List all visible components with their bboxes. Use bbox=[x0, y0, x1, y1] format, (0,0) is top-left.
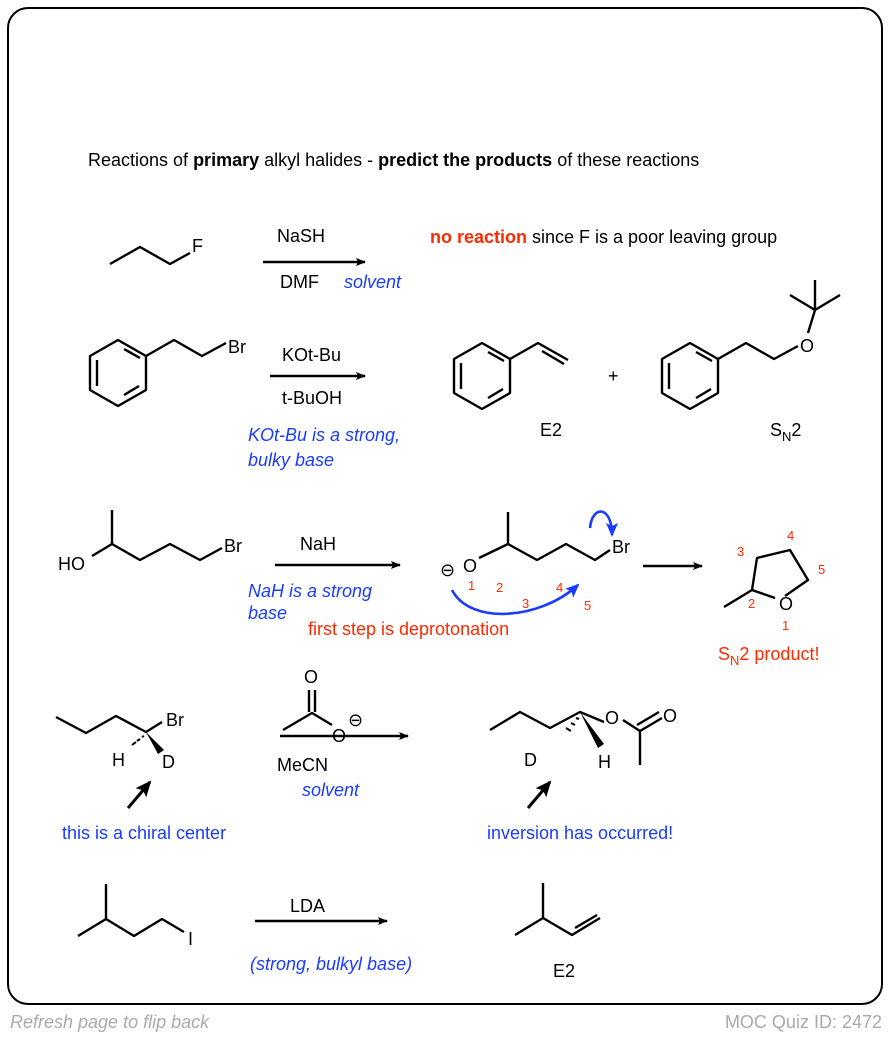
base-note: (strong, bulkyl base) bbox=[250, 954, 412, 974]
reaction-1: F NaSH DMF solvent no reaction since F i… bbox=[109, 226, 777, 292]
ester-oxygen: O bbox=[605, 708, 619, 728]
atom-number: 2 bbox=[748, 596, 755, 611]
alkoxide-structure bbox=[478, 542, 611, 562]
reaction-4: Br H D this is a chiral center O O ⊖ MeC… bbox=[55, 667, 677, 843]
atom-number: 2 bbox=[496, 580, 503, 595]
bromoalcohol-structure bbox=[91, 542, 223, 562]
reagent-label: LDA bbox=[290, 896, 325, 916]
reaction-5: I LDA (strong, bulkyl base) E2 bbox=[77, 883, 601, 981]
iodine-atom: I bbox=[188, 929, 193, 949]
e2-label: E2 bbox=[540, 420, 562, 440]
base-note-2: base bbox=[248, 603, 287, 623]
oxygen-atom: O bbox=[800, 336, 814, 356]
negative-charge: ⊖ bbox=[440, 560, 455, 580]
propyl-fluoride-structure bbox=[109, 245, 191, 266]
card-border bbox=[7, 7, 883, 1005]
atom-number: 1 bbox=[468, 578, 475, 593]
reagent-label: NaSH bbox=[277, 226, 325, 246]
bromine-atom: Br bbox=[166, 710, 184, 730]
bromine-atom: Br bbox=[228, 337, 246, 357]
atom-number: 5 bbox=[818, 562, 825, 577]
fluorine-atom: F bbox=[192, 236, 203, 256]
methyl-thf-structure bbox=[750, 548, 810, 600]
reaction-2: Br KOt-Bu t-BuOH KOt-Bu is a strong, bul… bbox=[88, 280, 841, 470]
hydroxyl-group: HO bbox=[58, 554, 85, 574]
ring-oxygen: O bbox=[779, 594, 793, 614]
base-note: NaH is a strong bbox=[248, 581, 372, 601]
hash-bond bbox=[131, 735, 145, 746]
hydrogen-atom: H bbox=[598, 752, 611, 772]
sn2-product-label: SN2 product! bbox=[718, 644, 819, 668]
pointer-arrow bbox=[126, 780, 152, 809]
solvent-label: DMF bbox=[280, 272, 319, 292]
solvent-label: MeCN bbox=[277, 755, 328, 775]
solvent-note: solvent bbox=[344, 272, 402, 292]
atom-number: 4 bbox=[556, 580, 563, 595]
atom-number: 1 bbox=[782, 618, 789, 633]
reaction-3: HO Br NaH NaH is a strong base first ste… bbox=[58, 510, 825, 668]
base-note-2: bulky base bbox=[248, 450, 334, 470]
bromine-atom: Br bbox=[612, 537, 630, 557]
hash-bond bbox=[565, 717, 580, 732]
quiz-id: MOC Quiz ID: 2472 bbox=[725, 1012, 882, 1032]
acetate-structure bbox=[282, 711, 333, 732]
solvent-note: solvent bbox=[302, 780, 360, 800]
hydrogen-atom: H bbox=[112, 750, 125, 770]
phenethyl-bromide-structure bbox=[88, 338, 227, 408]
atom-number: 4 bbox=[787, 528, 794, 543]
styrene-structure bbox=[452, 341, 569, 411]
page-title: Reactions of primary alkyl halides - pre… bbox=[88, 150, 699, 170]
reagent-label: NaH bbox=[300, 534, 336, 554]
carbonyl-oxygen: O bbox=[304, 667, 318, 687]
atom-number: 3 bbox=[737, 544, 744, 559]
bromine-atom: Br bbox=[224, 536, 242, 556]
refresh-hint: Refresh page to flip back bbox=[10, 1012, 210, 1032]
base-note: KOt-Bu is a strong, bbox=[248, 425, 400, 445]
alkene-product-structure bbox=[514, 916, 601, 937]
chiral-bromide-structure bbox=[55, 714, 163, 735]
atom-number: 3 bbox=[522, 596, 529, 611]
wedge-bond bbox=[580, 712, 604, 748]
wedge-bond bbox=[146, 732, 164, 754]
inversion-label: inversion has occurred! bbox=[487, 823, 673, 843]
deuterium-atom: D bbox=[524, 750, 537, 770]
oxygen-atom: O bbox=[463, 556, 477, 576]
deuterium-atom: D bbox=[162, 752, 175, 772]
atom-number: 5 bbox=[584, 598, 591, 613]
solvent-label: t-BuOH bbox=[282, 388, 342, 408]
negative-charge: ⊖ bbox=[348, 710, 363, 730]
curved-arrow-attack bbox=[450, 583, 580, 616]
sn2-label: SN2 bbox=[770, 420, 801, 444]
chiral-center-label: this is a chiral center bbox=[62, 823, 226, 843]
pointer-arrow bbox=[526, 780, 552, 809]
carbonyl-oxygen: O bbox=[663, 706, 677, 726]
tert-butyl-ether-structure bbox=[660, 280, 841, 411]
plus-sign: + bbox=[608, 366, 619, 386]
result-text: no reaction since F is a poor leaving gr… bbox=[430, 227, 777, 247]
deprotonation-note: first step is deprotonation bbox=[308, 619, 509, 639]
e2-label: E2 bbox=[553, 961, 575, 981]
acetate-ester-structure bbox=[489, 710, 605, 732]
isoamyl-iodide-structure bbox=[77, 917, 185, 938]
reagent-label: KOt-Bu bbox=[282, 345, 341, 365]
curved-arrow-leaving bbox=[588, 510, 618, 537]
